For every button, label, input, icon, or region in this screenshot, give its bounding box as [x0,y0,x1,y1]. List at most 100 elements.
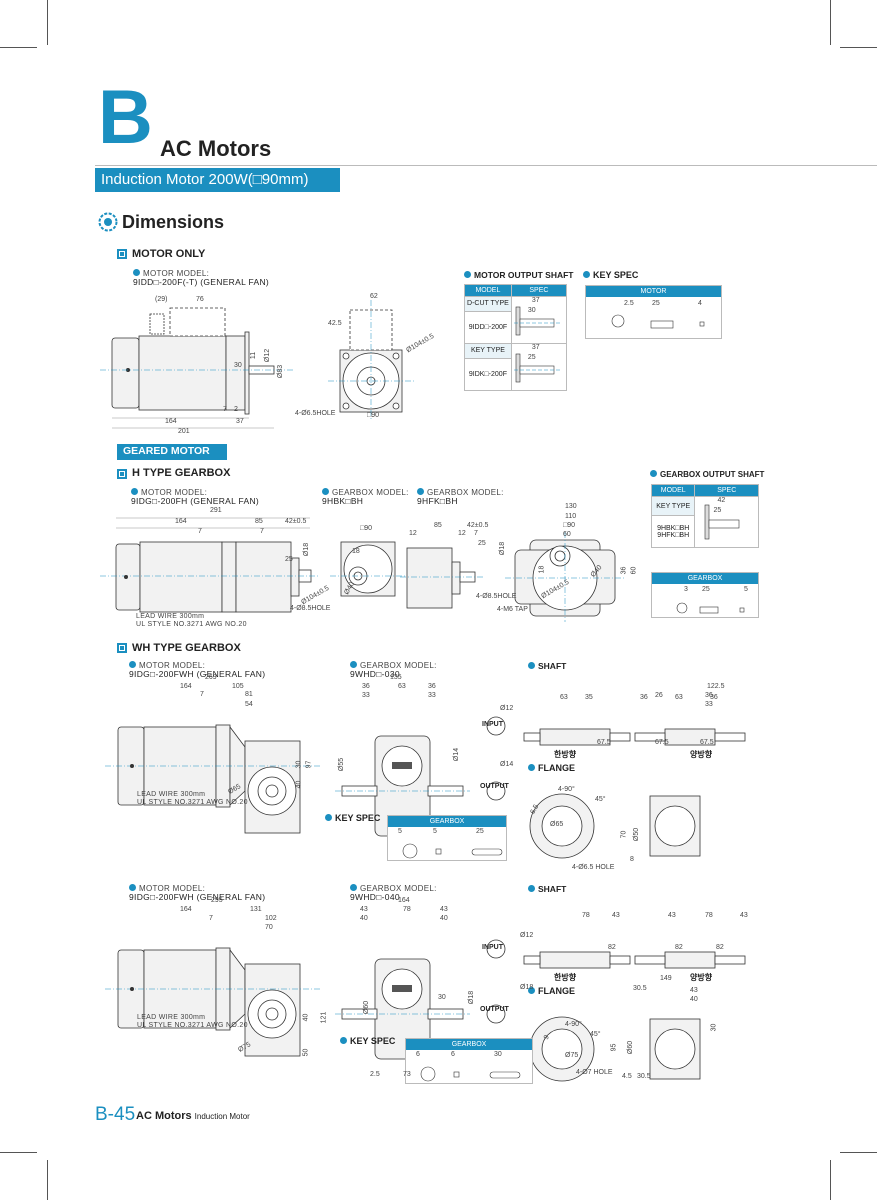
flange-heading: FLANGE [528,763,575,773]
dim-label: 36 [640,694,648,701]
dim-label: □90 [360,525,373,532]
dim-label: 78 [705,912,713,919]
wh-gearbox-drawing [105,716,746,859]
dim-label: 30 [710,1023,718,1032]
input-label: INPUT [482,721,503,728]
product-title-bar: Induction Motor 200W(□90mm) [95,168,340,192]
motor-model-label: MOTOR MODEL:9IDG□-200FWH (GENERAL FAN) [129,661,266,680]
dim-label: 36 [710,694,718,701]
dim-label: 201 [178,428,190,435]
square-bullet-icon [117,469,127,479]
dim-label: 7 [198,528,202,535]
dim-label: 35 [585,694,593,701]
h-type-drawing [100,517,625,622]
crop-mark [830,1160,831,1200]
dim-label: Ø12 [520,932,534,939]
dim-label: 95 [610,1043,618,1052]
dim-label: 105 [232,683,244,690]
dim-label: 4.5 [622,1073,632,1080]
gearbox-output-shaft-heading: GEARBOX OUTPUT SHAFT [650,470,764,479]
dim-label: 45° [595,796,606,803]
dim-label: 50 [302,1048,310,1057]
dim-label: 40 [295,780,303,789]
dim-label: 2 [234,406,238,413]
dim-label: 40 [440,915,448,922]
dim-label: 76 [196,296,204,303]
dim-label: □90 [563,522,576,529]
dim-label: 81 [245,691,253,698]
shaft-heading: SHAFT [528,884,566,894]
crop-mark [840,1152,877,1153]
dim-label: 12 [458,530,466,537]
dim-label: 67.5 [597,739,611,746]
dim-label: 4-Ø8.5HOLE [476,593,517,600]
motor-only-drawing [100,300,415,429]
output-label: OUTPUT [480,1006,509,1013]
dim-label: 67.5 [700,739,714,746]
dim-label: 36 [705,692,713,699]
gearbox-model-label: GEARBOX MODEL:9HBK□BH [322,488,409,507]
crop-mark [830,0,831,45]
box-header: MOTOR [586,286,721,297]
crop-mark [47,0,48,45]
dim-label: 97 [305,760,313,769]
dim-label: Ø18 [303,542,311,557]
divider [95,165,877,166]
dim-label: Ø60 [363,1000,371,1015]
dim-label: 63 [675,694,683,701]
row-type: D-CUT TYPE [464,296,512,312]
motor-model-label: MOTOR MODEL:9IDG□-200FH (GENERAL FAN) [131,488,260,507]
dim-label: 82 [675,944,683,951]
dim-label: 4-M6 TAP [497,606,528,613]
one-way-label: 한방향 [554,973,577,982]
dim-label: 42±0.5 [285,518,307,525]
dim-label: Ø14 [453,747,461,762]
dim-label: 102 [265,915,277,922]
dim-label: Ø14 [500,761,514,768]
geared-motor-badge: GEARED MOTOR [117,444,227,460]
dim-label: Ø55 [338,757,346,772]
dim-label: 110 [565,513,577,520]
dim-label: 131 [250,906,262,913]
h-type-heading: H TYPE GEARBOX [132,467,231,479]
dim-label: 40 [690,996,698,1003]
dim-label: 60 [563,531,571,538]
dim-label: 149 [660,975,672,982]
dim-label: 43 [740,912,748,919]
motor-model-label: MOTOR MODEL:9IDG□-200FWH (GENERAL FAN) [129,884,266,903]
square-bullet-icon [117,643,127,653]
dim-label: 7 [200,691,204,698]
square-bullet-icon [117,249,127,259]
dim-label: 36 [428,683,436,690]
dim-label: 42.5 [328,320,342,327]
dim-label: 85 [434,522,442,529]
dim-label: 42±0.5 [467,522,489,529]
dim-label: Ø50 [633,827,641,842]
dim-label: 36 [362,683,370,690]
col-spec: SPEC [510,284,568,297]
col-model: MODEL [464,284,512,297]
page-title: AC Motors [160,136,272,161]
dim-label: 18 [538,565,546,574]
row-model: 9IDD□-200F [464,310,512,345]
dim-label: 82 [716,944,724,951]
dim-label: 164 [175,518,187,525]
dim-label: Ø75 [565,1052,579,1059]
dim-label: Ø65 [550,821,564,828]
dim-label: 62 [370,293,378,300]
dim-label: 43 [612,912,620,919]
dim-label: 40 [302,1013,310,1022]
dim-label: 85 [255,518,263,525]
dim-label: 78 [582,912,590,919]
dim-label: 7 [223,406,227,413]
dim-label: 33 [362,692,370,699]
wh-type-heading: WH TYPE GEARBOX [132,642,241,654]
dim-label: Ø18 [520,984,534,991]
dim-label: 4-Ø7 HOLE [576,1069,613,1076]
